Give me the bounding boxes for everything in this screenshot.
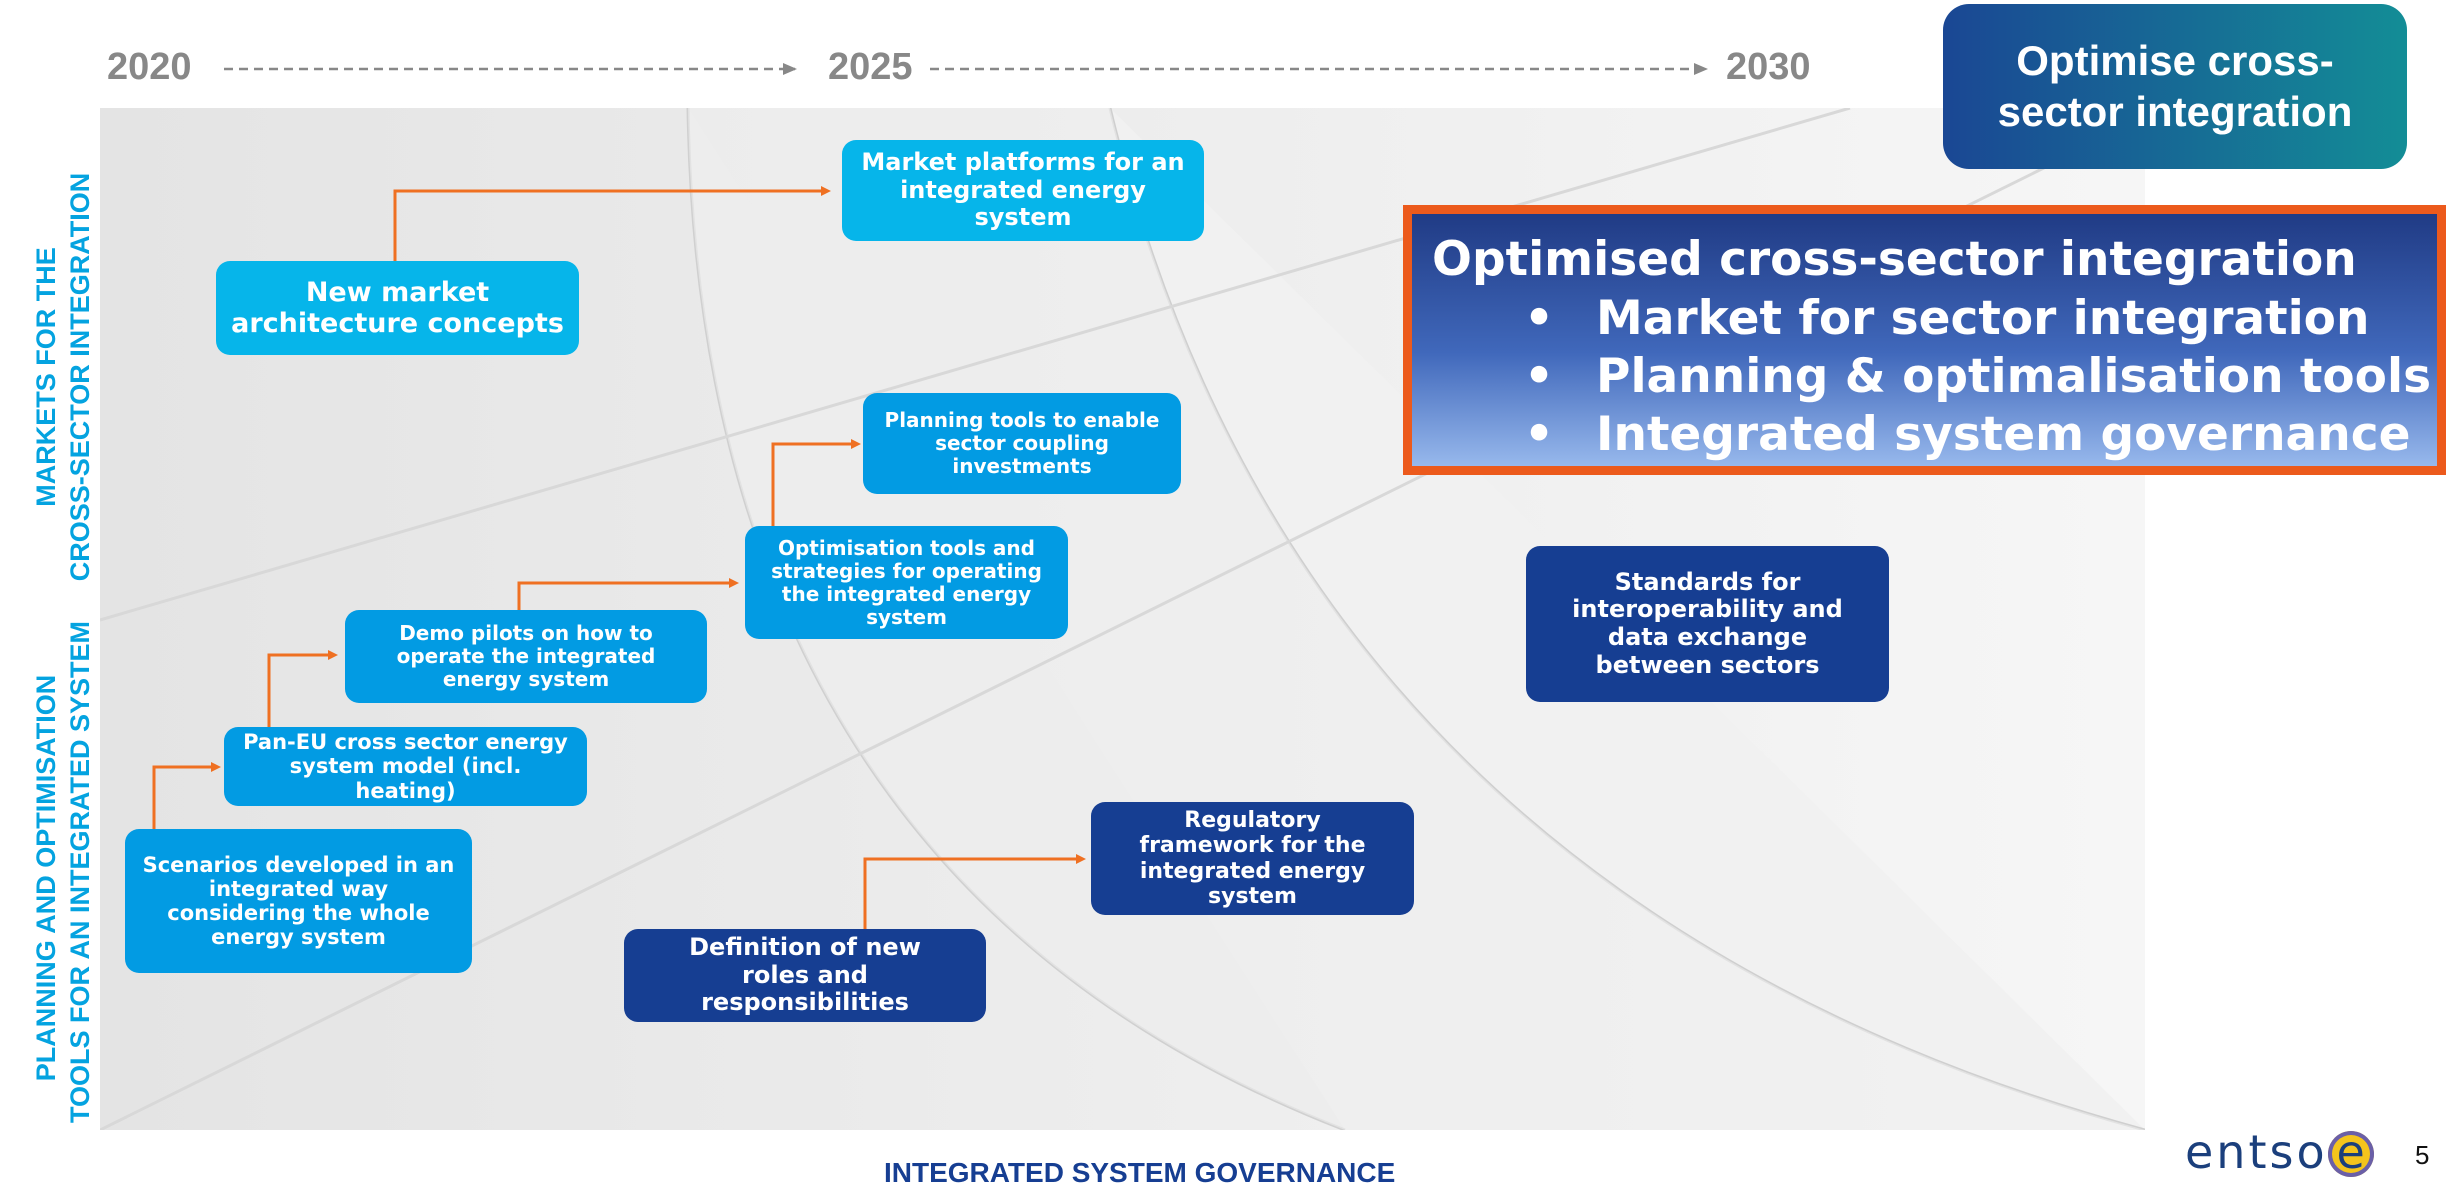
box-regulatory-framework: Regulatory framework for the integrated … bbox=[1091, 802, 1414, 915]
summary-item: • Market for sector integration bbox=[1524, 290, 2431, 348]
optimise-title-box: Optimise cross- sector integration bbox=[1943, 4, 2407, 169]
arrow-new-market-to-platforms bbox=[393, 186, 831, 261]
arrow-scenarios-to-paneu bbox=[152, 762, 221, 829]
summary-item: • Planning & optimalisation tools bbox=[1524, 348, 2431, 406]
summary-list: • Market for sector integration • Planning… bbox=[1524, 290, 2431, 464]
box-demo-pilots: Demo pilots on how to operate the integr… bbox=[345, 610, 707, 703]
side-label-planning: PLANNING AND OPTIMISATION TOOLS FOR AN I… bbox=[30, 620, 100, 1123]
summary-heading: Optimised cross-sector integration bbox=[1432, 232, 2357, 287]
title-line-1: Optimise cross- bbox=[2016, 37, 2334, 85]
box-new-market-architecture: New market architecture concepts bbox=[216, 261, 579, 355]
summary-item: • Integrated system governance bbox=[1524, 406, 2431, 464]
side-label-planning-line-1: PLANNING AND OPTIMISATION bbox=[31, 674, 61, 1082]
footer-governance-label: INTEGRATED SYSTEM GOVERNANCE bbox=[884, 1157, 1396, 1188]
arrow-paneu-to-demo bbox=[267, 650, 338, 727]
box-standards: Standards for interoperability and data … bbox=[1526, 546, 1889, 702]
year-2020: 2020 bbox=[107, 46, 192, 88]
bullet: • bbox=[1524, 407, 1555, 462]
box-optimisation-tools: Optimisation tools and strategies for op… bbox=[745, 526, 1068, 639]
box-market-platforms: Market platforms for an integrated energ… bbox=[842, 140, 1204, 241]
arrow-roles-to-regulatory bbox=[863, 854, 1086, 929]
bullet: • bbox=[1524, 349, 1555, 404]
summary-item-label: Planning & optimalisation tools bbox=[1596, 349, 2432, 404]
arrow-optimisation-to-planning bbox=[771, 439, 861, 526]
page-number: 5 bbox=[2415, 1140, 2430, 1170]
box-pan-eu-model: Pan-EU cross sector energy system model … bbox=[224, 727, 587, 806]
diagonal-upper bbox=[100, 108, 1851, 622]
summary-box: Optimised cross-sector integration • Mark… bbox=[1403, 205, 2446, 475]
box-roles-responsibilities: Definition of new roles and responsibili… bbox=[624, 929, 986, 1022]
logo-e-icon: e bbox=[2327, 1129, 2374, 1177]
summary-item-label: Market for sector integration bbox=[1596, 291, 2370, 346]
bullet: • bbox=[1524, 291, 1555, 346]
side-label-markets: MARKETS FOR THE CROSS-SECTOR INTEGRATION bbox=[30, 167, 100, 587]
summary-item-label: Integrated system governance bbox=[1596, 407, 2411, 462]
box-planning-tools: Planning tools to enable sector coupling… bbox=[863, 393, 1181, 494]
side-label-planning-line-2: TOOLS FOR AN INTEGRATED SYSTEM bbox=[64, 620, 95, 1123]
box-scenarios: Scenarios developed in an integrated way… bbox=[125, 829, 472, 973]
year-2025: 2025 bbox=[828, 46, 913, 88]
side-label-markets-line-1: MARKETS FOR THE bbox=[31, 247, 61, 507]
logo-text: entso bbox=[2185, 1125, 2328, 1179]
side-label-markets-line-2: CROSS-SECTOR INTEGRATION bbox=[64, 172, 95, 582]
year-2030: 2030 bbox=[1726, 46, 1811, 88]
arrow-demo-to-optimisation bbox=[517, 578, 739, 610]
title-line-2: sector integration bbox=[1997, 87, 2353, 135]
